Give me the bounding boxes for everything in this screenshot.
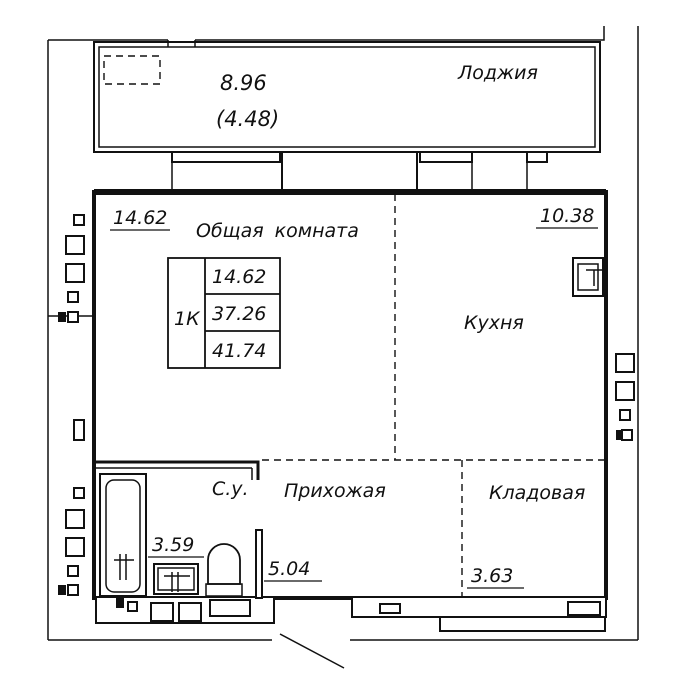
storage-labels: Кладовая 3.63 — [467, 482, 585, 589]
summary-living-area: 14.62 — [212, 266, 266, 288]
living-room-labels: 14.62 Общая комната — [110, 207, 359, 242]
loggia-area-reduced: (4.48) — [216, 107, 279, 131]
storage-label: Кладовая — [489, 482, 585, 504]
bathroom-area: 3.59 — [152, 534, 194, 556]
hallway-labels: Прихожая 5.04 — [264, 480, 386, 582]
loggia-labels: 8.96 (4.48) Лоджия — [216, 62, 538, 131]
summary-area-with-loggia: 41.74 — [212, 340, 266, 362]
loggia — [93, 40, 601, 193]
bathtub — [99, 473, 147, 608]
living-room-area: 14.62 — [113, 207, 167, 229]
bottom-wall — [95, 596, 607, 669]
kitchen-area: 10.38 — [540, 205, 594, 227]
kitchen-sink — [572, 257, 604, 297]
partitions — [48, 194, 604, 599]
hallway-label: Прихожая — [284, 480, 386, 502]
apartment-type: 1К — [174, 308, 201, 330]
kitchen-labels: 10.38 Кухня — [464, 205, 598, 334]
kitchen-label: Кухня — [464, 312, 524, 334]
toilet — [205, 543, 243, 597]
washbasin — [153, 563, 199, 595]
hallway-area: 5.04 — [268, 558, 310, 580]
loggia-label: Лоджия — [457, 62, 538, 84]
summary-table: 1К 14.62 37.26 41.74 — [167, 257, 281, 369]
left-wall-elements — [58, 214, 85, 596]
loggia-area: 8.96 — [220, 71, 267, 95]
summary-total-area: 37.26 — [212, 303, 266, 325]
storage-area: 3.63 — [471, 565, 513, 587]
living-room-label: Общая комната — [196, 220, 359, 242]
bathroom-labels: С.у. 3.59 — [148, 478, 249, 558]
outer-walls — [47, 26, 639, 641]
bathroom-label: С.у. — [212, 478, 249, 500]
right-wall-elements — [615, 353, 635, 441]
